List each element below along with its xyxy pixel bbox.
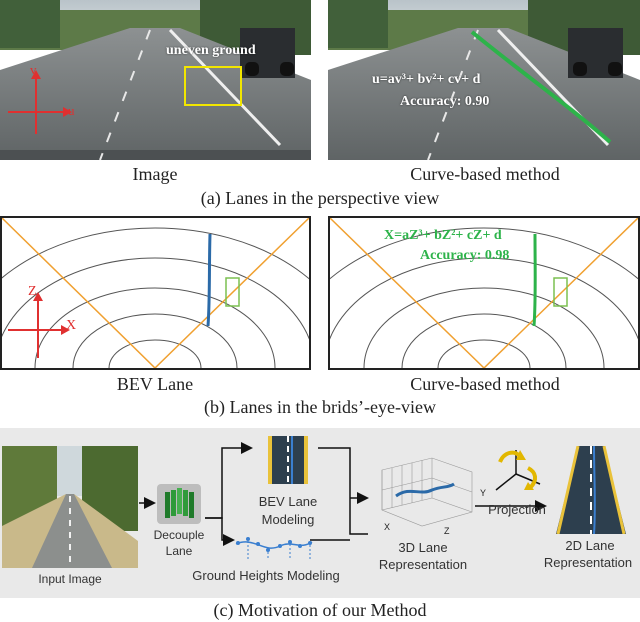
pipeline-arrows — [139, 442, 547, 546]
uneven-ground-box — [184, 66, 242, 106]
bev-panel-left — [0, 216, 311, 370]
projection-icon — [490, 448, 546, 498]
caption-curve-based-a: Curve-based method — [410, 164, 560, 184]
perspective-equation: u=av³+ bv²+ cv+ d — [372, 72, 481, 87]
ground-heights-icon — [234, 528, 314, 562]
rep2d-label-2: Representation — [543, 555, 633, 570]
plot-axis-z: Z — [444, 526, 450, 536]
lane-3d-plot-icon — [372, 450, 476, 532]
subcaption-a: (a) Lanes in the perspective view — [200, 188, 440, 208]
ground-heights-label: Ground Heights Modeling — [192, 568, 340, 583]
perspective-image-left — [0, 0, 311, 160]
input-road-image — [2, 446, 138, 568]
lane-2d-icon — [556, 445, 626, 535]
axis-x-label: X — [66, 318, 77, 333]
axis-v-label: v — [30, 62, 37, 77]
plot-axis-x: X — [384, 522, 391, 532]
bev-modeling-label-2: Modeling — [261, 512, 315, 527]
decouple-label-2: Lane — [165, 544, 193, 558]
plot-axis-y: Y — [480, 488, 487, 498]
axis-u-label: u — [68, 103, 75, 118]
caption-bev-lane: BEV Lane — [116, 374, 194, 394]
fitted-lane-curve — [470, 30, 612, 144]
bev-lane-icon — [262, 436, 314, 484]
perspective-image-right — [328, 0, 640, 160]
rep3d-label-1: 3D Lane — [398, 540, 448, 555]
subcaption-b: (b) Lanes in the brids’-eye-view — [204, 397, 436, 417]
caption-image: Image — [132, 164, 178, 184]
bev-accuracy: Accuracy: 0.98 — [420, 248, 510, 263]
projection-label: Projection — [488, 502, 546, 517]
axis-z-label: Z — [28, 284, 37, 299]
decouple-block — [157, 484, 201, 524]
bev-equation: X=aZ³+ bZ²+ cZ+ d — [384, 228, 502, 243]
rep2d-label-1: 2D Lane — [565, 538, 615, 553]
perspective-accuracy: Accuracy: 0.90 — [400, 94, 490, 109]
uv-axes — [8, 70, 72, 134]
uneven-ground-label: uneven ground — [166, 43, 256, 58]
input-image-label: Input Image — [38, 572, 102, 586]
caption-curve-based-b: Curve-based method — [410, 374, 560, 394]
bev-panel-right — [328, 216, 640, 370]
decouple-label-1: Decouple — [153, 528, 205, 542]
subcaption-c: (c) Motivation of our Method — [213, 600, 427, 620]
rep3d-label-2: Representation — [378, 557, 468, 572]
bev-modeling-label-1: BEV Lane — [258, 494, 318, 509]
